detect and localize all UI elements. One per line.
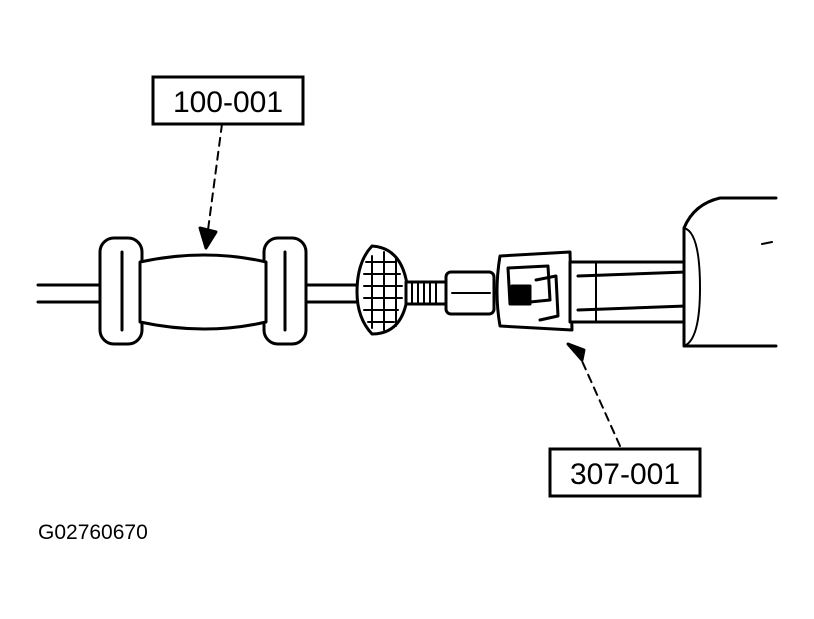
arrow-head-100-001: [198, 226, 218, 250]
callout-label-100-001: 100-001: [173, 86, 283, 119]
leader-arrow-307-001: [577, 351, 621, 447]
callout-label-307-001: 307-001: [570, 458, 680, 491]
knurled-knob: [355, 244, 410, 336]
adapter-body: [495, 250, 690, 332]
slide-hammer-weight: [98, 236, 308, 346]
hex-coupling: [444, 270, 496, 316]
leader-arrow-100-001: [207, 123, 223, 231]
slide-hammer-shaft: [36, 283, 364, 304]
threaded-stud: [404, 280, 448, 306]
callout-307-001: 307-001: [548, 447, 702, 498]
component-housing: [682, 196, 778, 348]
callout-100-001: 100-001: [151, 75, 305, 126]
figure-id: G02760670: [38, 521, 148, 544]
arrow-head-307-001: [566, 342, 586, 362]
